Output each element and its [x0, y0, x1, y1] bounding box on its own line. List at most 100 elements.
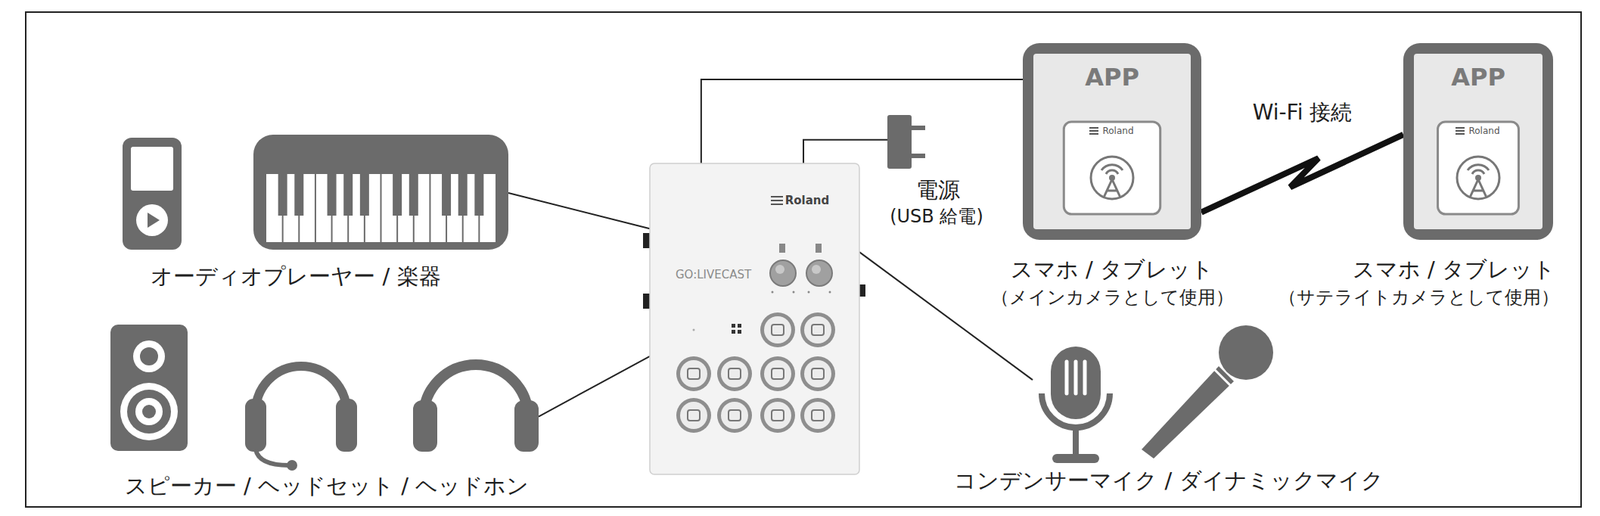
antenna-ring	[1090, 156, 1134, 199]
mic-collar	[1214, 369, 1231, 386]
mic-holder	[1041, 393, 1110, 428]
node-label: APP	[1084, 62, 1140, 92]
node-label: APP	[1450, 62, 1506, 92]
volume-knob	[806, 260, 833, 286]
logo-mark	[1455, 127, 1465, 129]
pad-symbol	[771, 324, 784, 336]
wifi-link	[1201, 134, 1404, 213]
node-label: スピーカー / ヘッドセット / ヘッドホン	[124, 472, 529, 500]
power-supply: 電源(USB 給電)	[887, 114, 926, 169]
black-key	[327, 173, 337, 216]
mic-grille	[1083, 361, 1088, 394]
pad-symbol	[728, 368, 741, 380]
mic-grille	[1065, 361, 1069, 394]
headphone-band	[423, 364, 529, 417]
plug-prong	[911, 125, 926, 131]
pad-face	[804, 316, 832, 344]
headset-mic	[286, 459, 298, 471]
illustration-shape	[135, 397, 163, 426]
pad-symbol	[687, 410, 700, 421]
logo-mark	[1089, 127, 1099, 129]
plug-prong	[911, 153, 926, 159]
pad-button	[800, 356, 836, 392]
signal-arc	[1106, 170, 1119, 174]
satellite-camera-phone: APPRolandスマホ / タブレット（サテライトカメラとして使用）	[1403, 43, 1554, 240]
node-label: 電源	[916, 177, 960, 204]
indicator-dot	[737, 323, 742, 328]
audio-player-icon	[122, 137, 182, 250]
black-key	[278, 173, 288, 216]
pad-button	[800, 397, 836, 433]
knob-dot	[829, 291, 832, 294]
outer-frame	[25, 12, 1582, 507]
black-key	[474, 173, 484, 216]
logo-mark	[1089, 130, 1099, 132]
illustration-shape	[127, 389, 171, 434]
node-sublabel: (USB 給電)	[889, 205, 984, 228]
source-group: オーディオプレーヤー / 楽器	[121, 134, 509, 252]
pad-symbol	[811, 410, 824, 421]
indicator-dot	[731, 323, 736, 328]
device-body	[649, 163, 860, 475]
knob-symbol	[779, 243, 786, 253]
phone-screen	[1413, 53, 1543, 230]
black-key	[343, 173, 353, 216]
logo-mark	[1455, 133, 1465, 135]
logo-mark	[770, 203, 783, 206]
main-camera-phone: APPRolandスマホ / タブレット（メインカメラとして使用）	[1022, 43, 1202, 240]
dynamic-mic-head	[1218, 325, 1274, 380]
pad-face	[680, 401, 708, 429]
knob-dot	[792, 291, 796, 294]
pad-symbol	[771, 368, 784, 380]
pad-face	[804, 401, 832, 429]
black-key	[458, 173, 468, 216]
pad-button	[760, 312, 796, 348]
node-sublabel: GO:LIVECAST	[675, 267, 752, 282]
key-divider	[380, 173, 383, 243]
antenna-tower	[1469, 179, 1487, 198]
headphone-cup	[413, 400, 438, 452]
pad-button	[676, 397, 712, 433]
mic-base	[1052, 453, 1100, 463]
node-sublabel: スマホ / タブレット	[1010, 256, 1214, 283]
pad-button	[717, 356, 752, 392]
signal-arc	[1472, 170, 1485, 174]
logo-mark	[770, 199, 783, 202]
pad-face	[804, 360, 832, 388]
speaker-icon	[110, 324, 188, 451]
phone-body	[1022, 43, 1202, 240]
edge-label: Wi-Fi 接続	[1248, 99, 1358, 126]
node-sublabel: （メインカメラとして使用）	[991, 286, 1234, 309]
player-wheel	[136, 204, 168, 237]
pad-face	[764, 401, 792, 429]
node-illustration	[887, 114, 926, 169]
indicator-dot	[731, 329, 736, 334]
black-key	[294, 173, 304, 216]
output-group: スピーカー / ヘッドセット / ヘッドホン	[110, 324, 539, 467]
key-divider	[314, 173, 317, 243]
pad-button	[676, 356, 712, 392]
pad-button	[717, 397, 752, 433]
play-symbol	[147, 212, 160, 228]
condenser-mic-icon	[1050, 346, 1101, 420]
knob-symbol	[815, 243, 822, 253]
node-illustration	[110, 324, 539, 467]
keyboard-icon	[253, 134, 509, 250]
indicator-dot	[692, 329, 696, 332]
knob-dot	[807, 291, 811, 294]
cable-line	[859, 251, 1033, 380]
logo-mark	[1089, 133, 1099, 135]
node-label: コンデンサーマイク / ダイナミックマイク	[953, 467, 1383, 494]
black-key	[360, 173, 370, 216]
black-key	[409, 173, 419, 216]
pad-face	[764, 360, 792, 388]
headset-band	[255, 366, 347, 412]
node-illustration	[1032, 323, 1275, 468]
dynamic-mic-handle	[1141, 366, 1234, 459]
logo-mark	[1455, 130, 1465, 132]
pad-button	[800, 312, 836, 348]
phone-body	[1403, 43, 1554, 240]
node-sublabel: Roland	[1102, 125, 1134, 137]
logo-mark	[770, 195, 783, 198]
